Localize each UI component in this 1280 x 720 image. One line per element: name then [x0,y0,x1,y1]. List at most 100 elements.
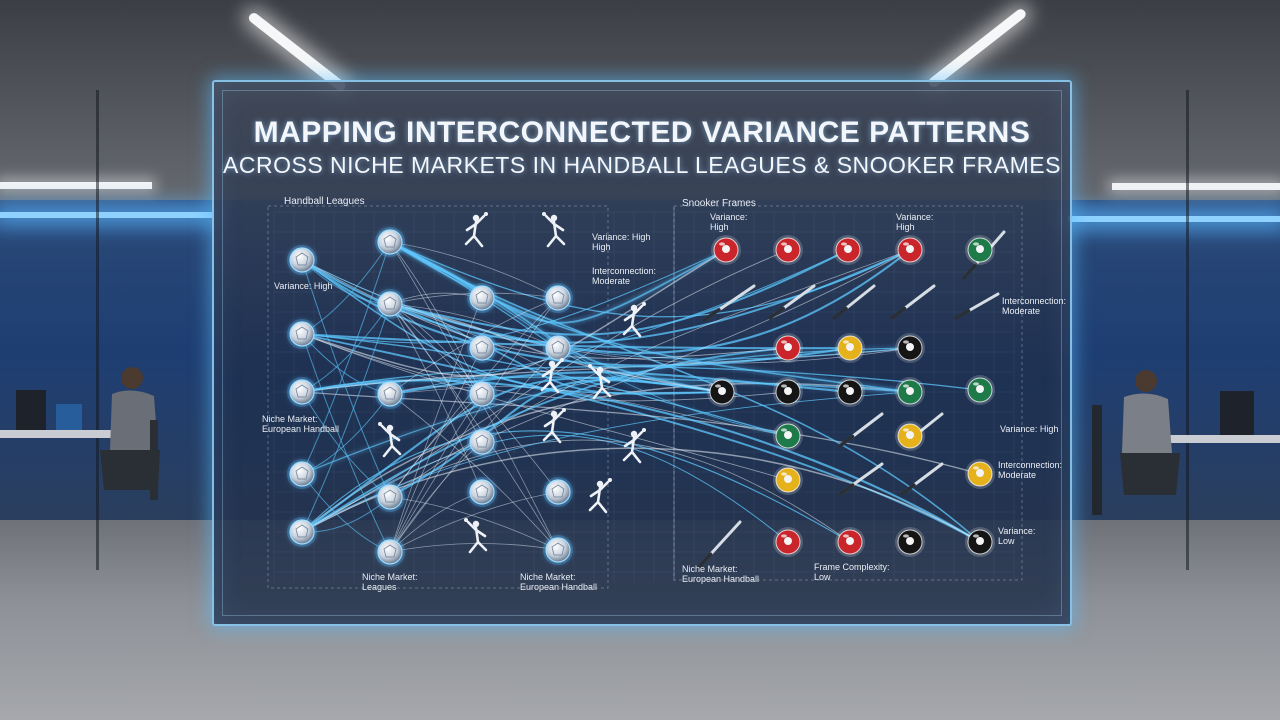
diagram-label-sn-inter-mod-1: Interconnection:Moderate [1002,296,1066,316]
snooker-section-label: Snooker Frames [682,198,756,209]
snooker-ball-icon [711,235,741,265]
variance-flow-line [301,430,851,543]
handball-player-icon [542,212,566,248]
glass-frame-left [96,90,99,570]
variance-flow-line [301,382,911,533]
snooker-ball-icon [833,235,863,265]
handball-ball-icon [543,535,573,565]
diagram-label-sn-inter-mod-2: Interconnection:Moderate [998,460,1062,480]
handball-ball-icon [375,289,405,319]
diagram-label-hb-var-high: Variance: High [274,281,332,291]
handball-link-line [389,241,483,395]
variance-flow-line [301,333,789,437]
handball-player-icon [588,364,612,400]
handball-ball-icon [375,227,405,257]
variance-flow-line [389,249,849,336]
diagram-label-sn-niche-euro: Niche Market:European Handball [682,564,759,584]
handball-section-label: Handball Leagues [284,196,365,207]
handball-player-icon [464,212,488,248]
snooker-ball-icon [773,421,803,451]
variance-flow-line [389,303,723,393]
snooker-cue-icon [832,284,876,320]
handball-ball-icon [543,333,573,363]
holographic-display-panel: MAPPING INTERCONNECTED VARIANCE PATTERNS… [212,80,1072,626]
variance-flow-line [389,386,789,437]
handball-ball-icon [467,477,497,507]
snooker-ball-icon [895,527,925,557]
diagram-label-sn-var-high-2: Variance:High [896,212,933,232]
snooker-ball-icon [835,377,865,407]
blue-light-band-right [1068,216,1280,222]
diagram-label-hb-niche-leagues: Niche Market:Leagues [362,572,418,592]
snooker-cue-icon [696,520,742,570]
diagram-label-sn-frame-complexity: Frame Complexity:Low [814,562,890,582]
variance-flow-line [301,434,789,543]
glass-frame-right [1186,90,1189,570]
variance-flow-line [301,249,789,533]
handball-player-icon [622,302,646,338]
diagram-nodes [287,212,1006,570]
handball-link-line [389,303,483,493]
handball-link-line [389,241,559,299]
snooker-ball-icon [965,375,995,405]
handball-link-line [301,333,391,553]
variance-flow-line [301,249,727,377]
variance-flow-line [301,332,851,350]
office-worker-left [0,367,160,500]
snooker-cue-icon [702,284,756,322]
handball-ball-icon [287,377,317,407]
diagram-label-hb-inter-mod: Interconnection:Moderate [592,266,656,286]
handball-ball-icon [287,517,317,547]
snooker-ball-icon [895,421,925,451]
variance-flow-line [301,259,789,359]
handball-ball-icon [375,482,405,512]
handball-link-line [389,543,559,553]
diagram-label-sn-var-high-1: Variance:High [710,212,747,232]
variance-flow-line [301,333,789,402]
handball-ball-icon [467,427,497,457]
handball-ball-icon [543,283,573,313]
handball-link-line [389,393,559,551]
handball-player-icon [464,518,488,554]
blue-light-band-left [0,212,212,218]
handball-ball-icon [467,379,497,409]
handball-player-icon [588,478,612,514]
handball-ball-icon [467,333,497,363]
handball-link-line [301,303,391,533]
handball-link-line [389,393,483,553]
snooker-cue-icon [900,462,944,496]
handball-link-line [389,496,559,551]
handball-ball-icon [375,537,405,567]
snooker-cue-icon [954,292,1000,320]
snooker-ball-icon [835,333,865,363]
handball-link-line [301,393,391,475]
handball-ball-icon [287,319,317,349]
handball-section-frame [267,205,609,589]
snooker-ball-icon [835,527,865,557]
handball-ball-icon [287,459,317,489]
snooker-ball-icon [707,377,737,407]
snooker-ball-icon [773,465,803,495]
snooker-ball-icon [895,333,925,363]
handball-link-line [389,297,483,553]
snooker-ball-icon [773,235,803,265]
snooker-cue-icon [890,284,936,320]
variance-flow-line [301,366,981,393]
snooker-cue-icon [838,412,884,448]
diagram-label-sn-var-high-3: Variance: High [1000,424,1058,434]
handball-link-line [301,259,391,498]
handball-player-icon [378,422,402,458]
handball-ball-icon [543,477,573,507]
snooker-ball-icon [773,333,803,363]
variance-flow-line [389,241,911,393]
handball-link-line [389,347,483,553]
variance-network-diagram: Handball Leagues Snooker Frames Variance… [262,196,1066,592]
snooker-cue-icon [838,462,884,496]
handball-ball-icon [375,379,405,409]
snooker-ball-icon [965,459,995,489]
office-worker-right [1092,370,1280,515]
snooker-cue-icon [768,284,816,320]
variance-flow-line [389,241,789,437]
